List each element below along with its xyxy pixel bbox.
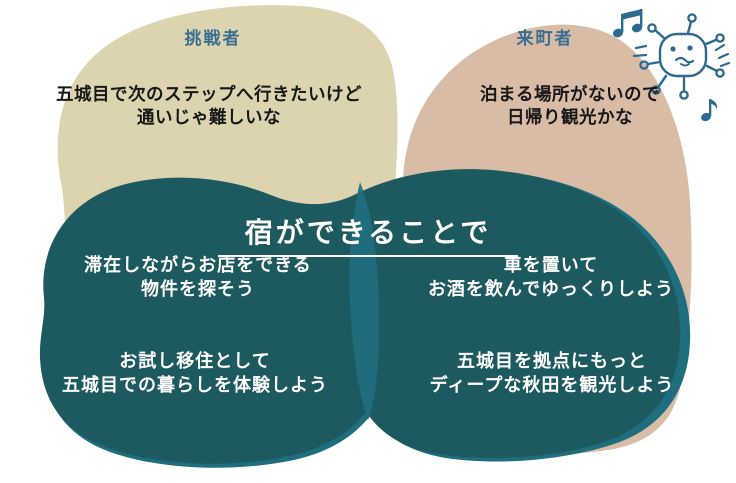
single-eighth-note: [701, 99, 718, 122]
teal-lobe-seam: [349, 182, 380, 420]
benefit-left-1: 滞在しながらお店をできる 物件を探そう: [84, 255, 312, 300]
persona-quote-challenger: 五城目で次のステップへ行きたいけど 通いじゃ難しいな: [56, 85, 362, 129]
headline-underline: [218, 254, 518, 257]
benefit-right-2: 五城目を拠点にもっと ディープな秋田を観光しよう: [429, 351, 675, 396]
beamed-eighth-notes: [612, 9, 643, 38]
motion-lines: [714, 43, 731, 68]
headline: 宿ができることで: [218, 178, 518, 294]
benefit-right-1: 車を置いて お酒を飲んでゆっくりしよう: [427, 255, 675, 300]
benefit-left-2: お試し移住として 五城目での暮らしを体験しよう: [62, 351, 328, 396]
persona-quote-visitor: 泊まる場所がないので 日帰り観光かな: [480, 85, 660, 129]
headline-text: 宿ができることで: [244, 215, 492, 249]
motion-lines: [632, 44, 648, 58]
happy-creature-doodle: [632, 13, 731, 100]
persona-label-visitor: 来町者: [516, 29, 574, 49]
persona-label-challenger: 挑戦者: [184, 29, 242, 49]
